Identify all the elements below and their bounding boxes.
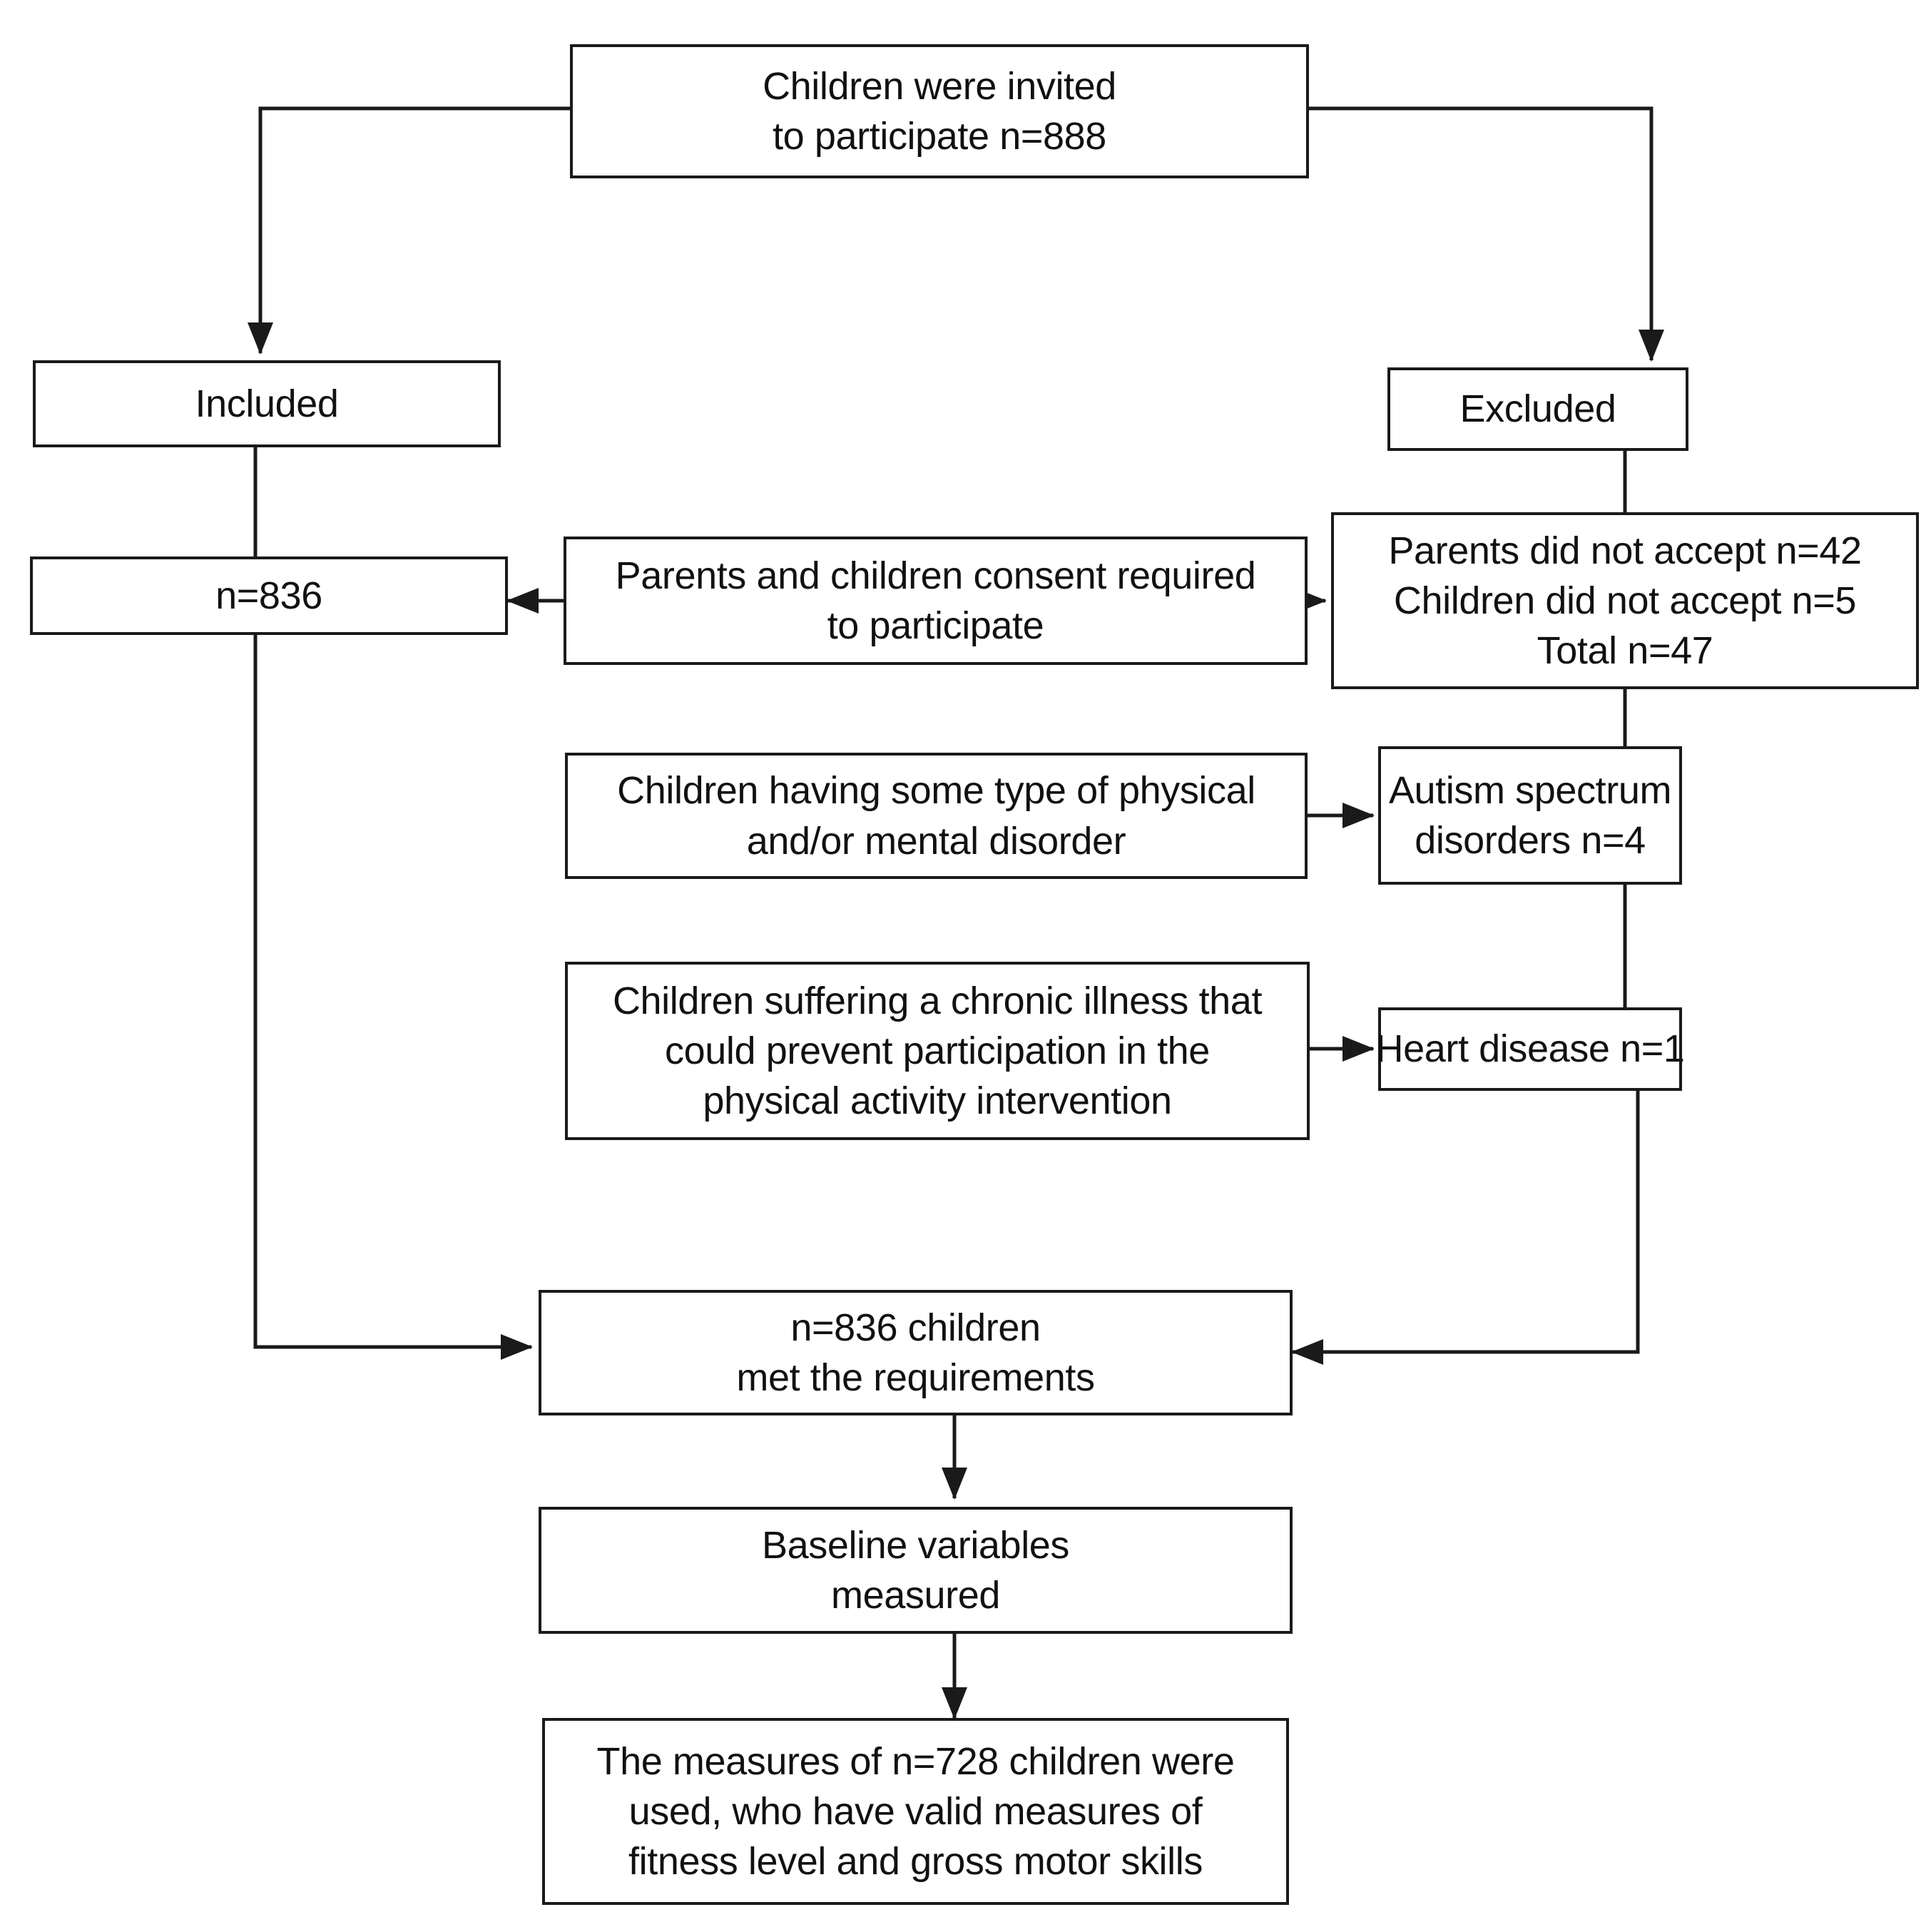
node-disorder-criterion[interactable]: Children having some type of physical an… bbox=[565, 753, 1308, 879]
node-line: to participate n=888 bbox=[773, 115, 1106, 158]
node-line: measured bbox=[831, 1574, 1000, 1617]
node-heart-disease[interactable]: Heart disease n=1 bbox=[1375, 1007, 1685, 1091]
node-line: Children suffering a chronic illness tha… bbox=[612, 979, 1263, 1022]
node-line: to participate bbox=[827, 604, 1044, 647]
node-chronic-illness-criterion[interactable]: Children suffering a chronic illness tha… bbox=[565, 962, 1310, 1140]
node-line: Heart disease n=1 bbox=[1375, 1027, 1685, 1071]
node-line: Included bbox=[195, 382, 339, 425]
node-included[interactable]: Included bbox=[33, 360, 501, 447]
edge-invited-excluded bbox=[1309, 106, 1664, 362]
node-line: could prevent participation in the bbox=[665, 1029, 1210, 1072]
node-line: Excluded bbox=[1459, 387, 1616, 431]
node-did-not-accept[interactable]: Parents did not accept n=42 Children did… bbox=[1331, 512, 1919, 689]
node-line: The measures of n=728 children were bbox=[596, 1739, 1235, 1783]
node-final-measures[interactable]: The measures of n=728 children were used… bbox=[542, 1718, 1289, 1905]
edge-heart-met bbox=[1291, 1091, 1640, 1365]
node-line: Parents did not accept n=42 bbox=[1388, 529, 1862, 572]
node-line: physical activity intervention bbox=[703, 1079, 1172, 1123]
edge-invited-included bbox=[248, 106, 570, 355]
node-line: met the requirements bbox=[736, 1356, 1095, 1399]
edge-includedn-met bbox=[253, 635, 533, 1360]
node-included-count[interactable]: n=836 bbox=[30, 556, 508, 635]
node-line: used, who have valid measures of bbox=[628, 1789, 1203, 1833]
node-excluded[interactable]: Excluded bbox=[1387, 367, 1688, 451]
node-line: n=836 bbox=[215, 574, 322, 617]
node-line: fitness level and gross motor skills bbox=[628, 1840, 1203, 1883]
node-line: Total n=47 bbox=[1537, 629, 1713, 673]
node-children-invited[interactable]: Children were invited to participate n=8… bbox=[570, 44, 1309, 178]
node-baseline-variables[interactable]: Baseline variables measured bbox=[539, 1507, 1293, 1634]
node-consent-criterion[interactable]: Parents and children consent required to… bbox=[564, 537, 1308, 665]
node-line: Baseline variables bbox=[761, 1523, 1070, 1567]
node-line: Children having some type of physical bbox=[617, 769, 1255, 813]
node-line: Children did not accept n=5 bbox=[1393, 579, 1857, 622]
node-line: n=836 children bbox=[790, 1306, 1041, 1349]
node-met-requirements[interactable]: n=836 children met the requirements bbox=[539, 1290, 1293, 1415]
node-line: Children were invited bbox=[763, 64, 1116, 108]
node-line: disorders n=4 bbox=[1415, 819, 1646, 862]
node-autism-spectrum[interactable]: Autism spectrum disorders n=4 bbox=[1378, 746, 1682, 885]
node-line: and/or mental disorder bbox=[746, 819, 1126, 863]
node-line: Parents and children consent required bbox=[615, 554, 1256, 597]
node-line: Autism spectrum bbox=[1388, 768, 1672, 812]
